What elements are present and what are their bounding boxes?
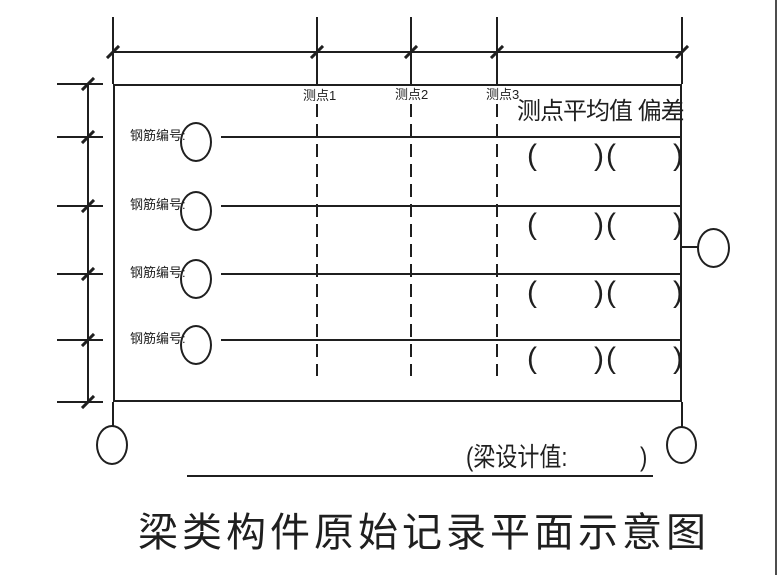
rebar-number-bubble xyxy=(180,122,212,162)
value-paren: ( xyxy=(527,276,537,309)
bubble-connector xyxy=(682,246,698,248)
rebar-label: 钢筋编号: xyxy=(130,128,186,143)
value-paren: ( xyxy=(606,208,616,241)
dimension-line-top xyxy=(113,51,682,53)
axis-tick-line xyxy=(57,273,103,275)
measure-point-line-1 xyxy=(316,104,318,376)
value-paren: ( xyxy=(527,139,537,172)
axis-bubble-right xyxy=(697,228,730,268)
measure-point-line-2 xyxy=(410,104,412,376)
image-right-border xyxy=(775,0,777,575)
measure-point-label-2: 测点2 xyxy=(395,87,429,102)
design-value-underline xyxy=(187,475,653,477)
axis-tick-line xyxy=(57,83,103,85)
rebar-number-bubble xyxy=(180,325,212,365)
design-value-label: (梁设计值: xyxy=(466,441,568,472)
axis-bubble-bottom-left xyxy=(96,425,128,465)
axis-line-left xyxy=(87,84,89,402)
axis-tick-line xyxy=(57,136,103,138)
measure-point-line-3 xyxy=(496,104,498,376)
value-paren: ) xyxy=(594,276,604,309)
rebar-label: 钢筋编号: xyxy=(130,331,186,346)
axis-bubble-bottom-right xyxy=(666,426,697,464)
value-paren: ) xyxy=(673,342,683,375)
value-paren: ) xyxy=(673,139,683,172)
bubble-stub-right xyxy=(681,402,683,427)
value-paren: ( xyxy=(527,208,537,241)
axis-tick-line xyxy=(57,339,103,341)
value-paren: ( xyxy=(606,342,616,375)
value-paren: ( xyxy=(606,139,616,172)
value-paren: ) xyxy=(594,342,604,375)
value-paren: ( xyxy=(606,276,616,309)
value-paren: ( xyxy=(527,342,537,375)
rebar-line xyxy=(221,273,682,275)
rebar-label: 钢筋编号: xyxy=(130,265,186,280)
measure-point-label-1: 测点1 xyxy=(303,88,337,103)
rebar-label: 钢筋编号: xyxy=(130,197,186,212)
design-value-close-paren: ) xyxy=(640,441,648,472)
rebar-line xyxy=(221,205,682,207)
table-frame xyxy=(113,84,682,402)
avg-deviation-header: 测点平均值 偏差 xyxy=(517,98,685,125)
value-paren: ) xyxy=(594,139,604,172)
value-paren: ) xyxy=(594,208,604,241)
rebar-line xyxy=(221,339,682,341)
measure-point-label-3: 测点3 xyxy=(486,87,520,102)
rebar-line xyxy=(221,136,682,138)
value-paren: ) xyxy=(673,276,683,309)
bubble-stub-left xyxy=(112,402,114,426)
axis-tick-line xyxy=(57,205,103,207)
axis-tick-line xyxy=(57,401,103,403)
drawing-title: 梁类构件原始记录平面示意图 xyxy=(138,510,710,555)
value-paren: ) xyxy=(673,208,683,241)
rebar-number-bubble xyxy=(180,259,212,299)
rebar-number-bubble xyxy=(180,191,212,231)
